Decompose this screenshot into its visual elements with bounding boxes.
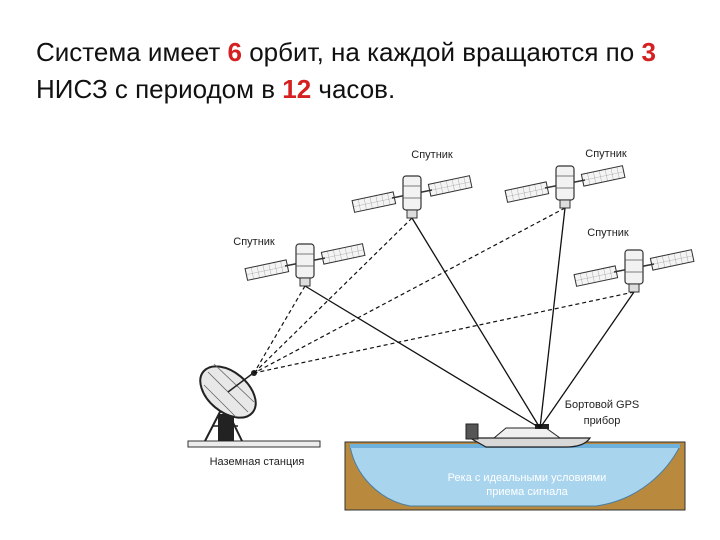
title-part-2: орбит, на каждой вращаются по (242, 37, 642, 67)
orbit-period: 12 (282, 74, 312, 104)
gps-device-label-line2: прибор (584, 415, 621, 427)
ground-station-label: Наземная станция (210, 456, 305, 468)
slide-title: Система имеет 6 орбит, на каждой вращают… (36, 34, 676, 108)
river-label-line2: приема сигнала (486, 486, 568, 498)
satellite-3 (504, 164, 626, 209)
satellite-to-station-lines (253, 207, 635, 374)
satellite-label-2: Спутник (411, 149, 453, 161)
ground-station-platform (187, 440, 321, 448)
gps-device-label-line1: Бортовой GPS (565, 399, 640, 411)
satellite-1 (244, 242, 366, 287)
satellite-4 (573, 248, 695, 293)
satellite-label-1: Спутник (233, 236, 275, 248)
orbits-count: 6 (227, 37, 242, 67)
satellites-per-orbit: 3 (641, 37, 656, 67)
boat-gps-receiver (465, 423, 592, 448)
satellite-to-boat-lines (304, 207, 635, 429)
satellite-dish (199, 363, 257, 442)
river-water (349, 445, 681, 507)
title-part-4: часов. (311, 74, 396, 104)
satellite-2 (351, 174, 473, 219)
satellite-label-3: Спутник (585, 148, 627, 160)
satellite-label-4: Спутник (587, 227, 629, 239)
river-label-line1: Река с идеальными условиями (448, 472, 607, 484)
title-part-1: Система имеет (36, 37, 228, 67)
title-part-3: НИСЗ с периодом в (36, 74, 283, 104)
